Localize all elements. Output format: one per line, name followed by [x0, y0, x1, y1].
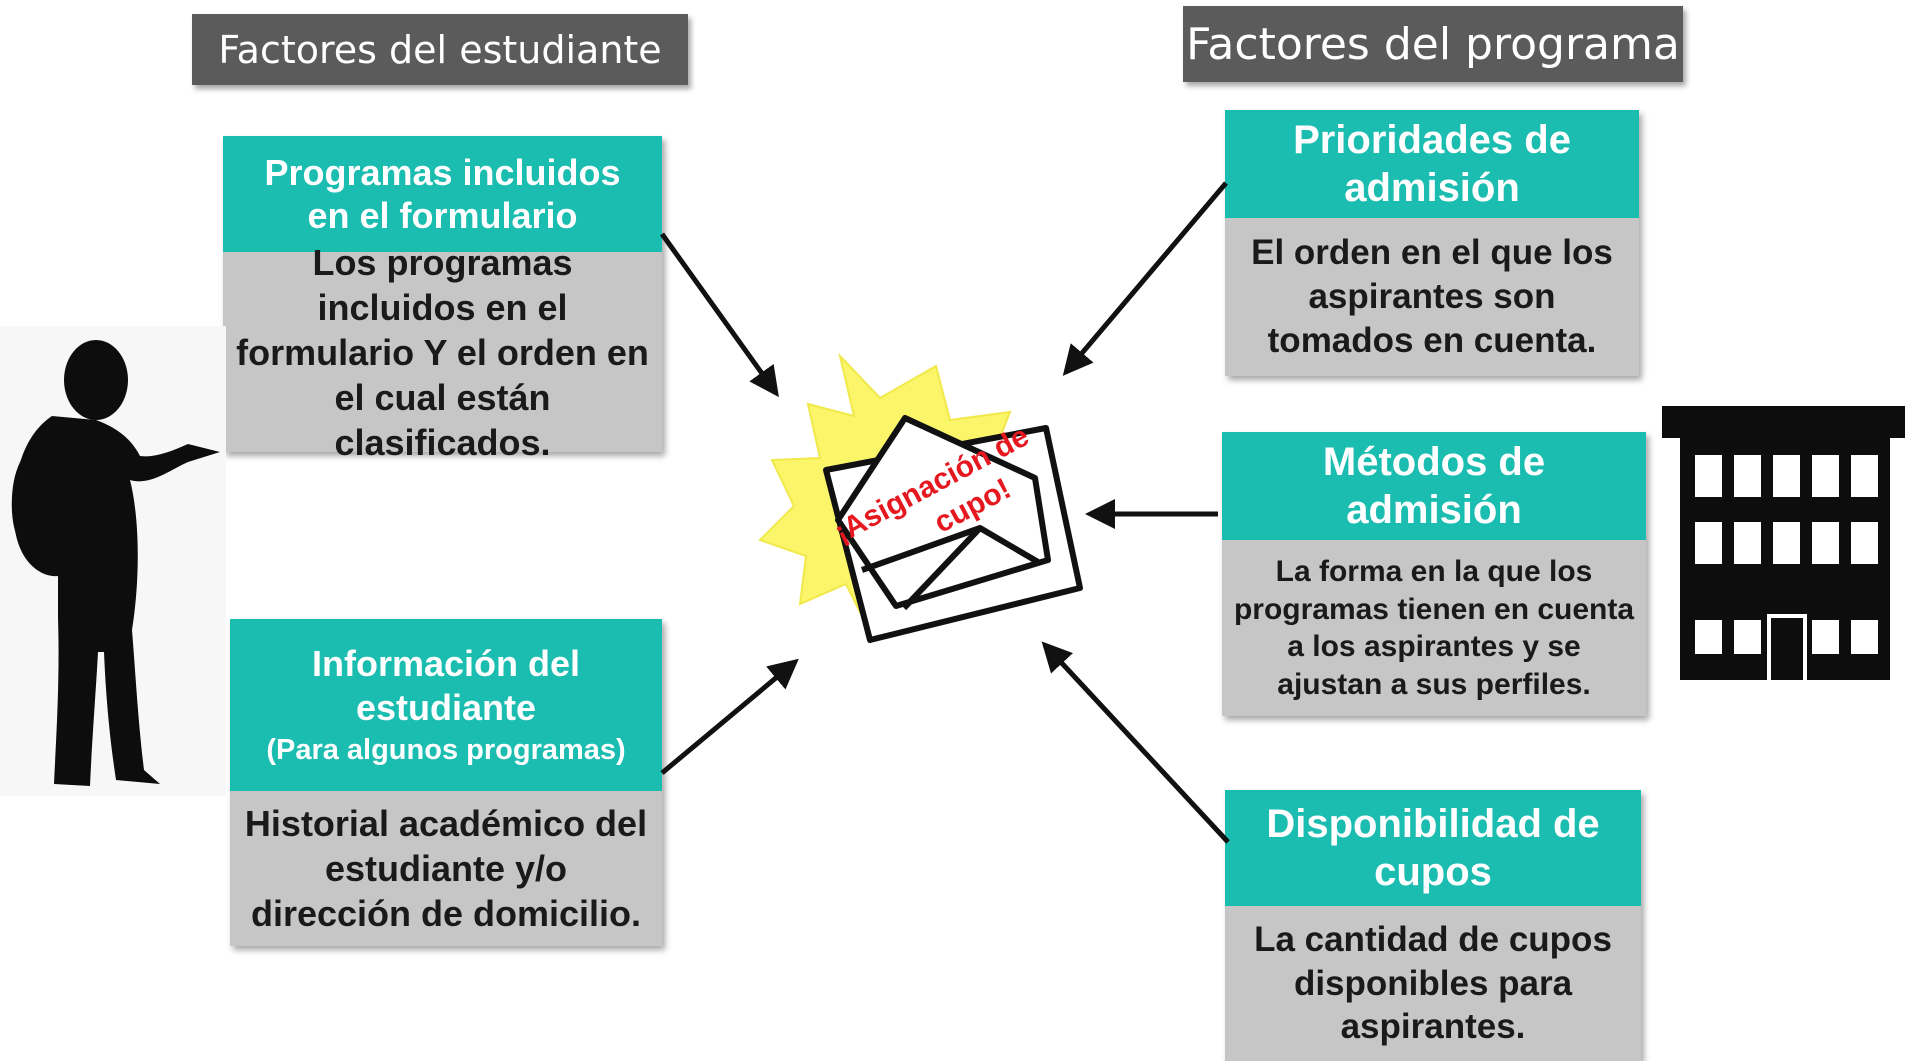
arrow-programs-to-center	[659, 232, 779, 398]
student-factors-header-label: Factores del estudiante	[218, 27, 662, 72]
arrow-priorities-to-center	[1062, 181, 1228, 376]
card-seat-availability: Disponibilidad de cupos La cantidad de c…	[1225, 790, 1641, 1061]
open-envelope-letter-icon	[823, 415, 1083, 643]
card-title: Programas incluidos en el formulario	[223, 136, 662, 252]
center-label-line1: ¡Asignación de	[829, 420, 1034, 550]
center-label-line2: cupo!	[929, 472, 1017, 539]
card-body-text: Historial académico del estudiante y/o d…	[244, 803, 648, 934]
student-reading-silhouette-icon	[0, 326, 226, 796]
arrow-availability-to-center	[1041, 641, 1230, 844]
card-body: La forma en la que los programas tienen …	[1222, 540, 1646, 716]
card-title-text: Métodos de admisión	[1322, 440, 1546, 532]
card-title: Información del estudiante (Para algunos…	[230, 619, 662, 791]
student-factors-header: Factores del estudiante	[192, 14, 688, 85]
card-title-text: Información del estudiante	[311, 643, 581, 728]
card-title: Prioridades de admisión	[1225, 110, 1639, 218]
card-title-text: Prioridades de admisión	[1293, 118, 1571, 210]
program-factors-header: Factores del programa	[1183, 6, 1683, 82]
card-programs-in-form: Programas incluidos en el formulario Los…	[223, 136, 662, 463]
card-body: El orden en el que los aspirantes son to…	[1225, 218, 1639, 376]
card-body-text: El orden en el que los aspirantes son to…	[1251, 233, 1613, 360]
card-subtitle-text: (Para algunos programas)	[266, 733, 626, 766]
center-label: ¡Asignación de cupo!	[829, 420, 1034, 550]
school-building-icon	[1662, 406, 1905, 680]
card-admission-methods: Métodos de admisión La forma en la que l…	[1222, 432, 1646, 716]
card-student-information: Información del estudiante (Para algunos…	[230, 619, 662, 946]
card-title-text: Disponibilidad de cupos	[1266, 802, 1600, 894]
arrow-info-to-center	[660, 658, 799, 775]
starburst-icon	[758, 352, 1039, 635]
card-title: Disponibilidad de cupos	[1225, 790, 1641, 906]
card-body-text: Los programas incluidos en el formulario…	[236, 241, 649, 463]
card-admission-priorities: Prioridades de admisión El orden en el q…	[1225, 110, 1639, 376]
card-body-text: La forma en la que los programas tienen …	[1233, 555, 1635, 701]
program-factors-header-label: Factores del programa	[1186, 18, 1680, 70]
card-body: La cantidad de cupos disponibles para as…	[1225, 906, 1641, 1061]
card-title: Métodos de admisión	[1222, 432, 1646, 540]
card-body: Historial académico del estudiante y/o d…	[230, 791, 662, 946]
card-body: Los programas incluidos en el formulario…	[223, 242, 662, 463]
card-title-text: Programas incluidos en el formulario	[264, 151, 621, 236]
card-body-text: La cantidad de cupos disponibles para as…	[1254, 919, 1612, 1047]
